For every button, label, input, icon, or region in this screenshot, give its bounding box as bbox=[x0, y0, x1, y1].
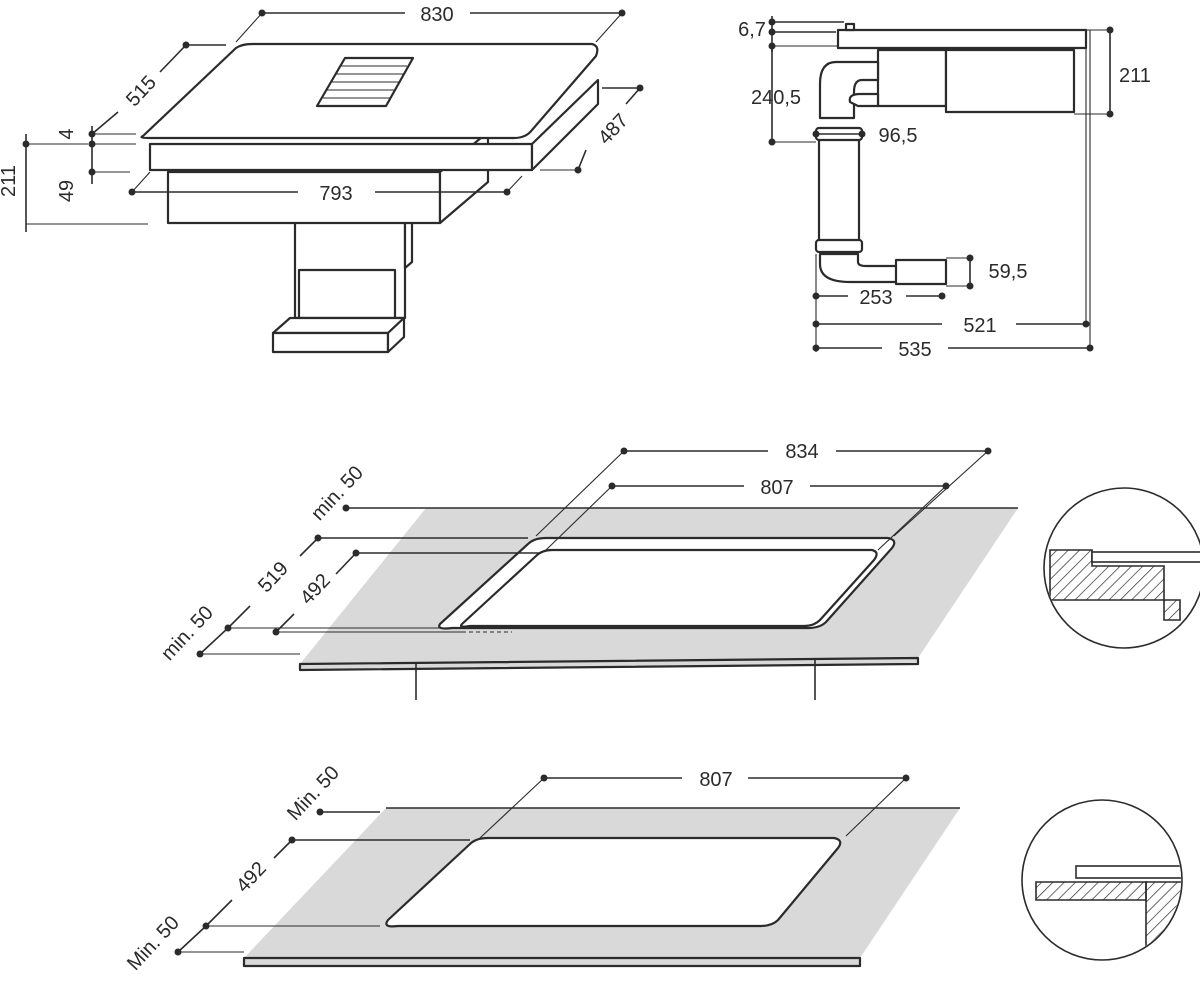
label-min50-surface-top: Min. 50 bbox=[283, 762, 344, 825]
label-min50-flush-bottom: min. 50 bbox=[157, 602, 218, 665]
label-830: 830 bbox=[420, 4, 453, 26]
label-59-5: 59,5 bbox=[989, 261, 1028, 283]
label-793: 793 bbox=[319, 183, 352, 205]
label-519: 519 bbox=[254, 558, 293, 597]
label-96-5: 96,5 bbox=[879, 125, 918, 147]
dim-width-830: 830 bbox=[235, 4, 626, 43]
flush-detail-circle bbox=[1043, 487, 1200, 649]
dim-heights-left: 4 49 211 bbox=[0, 126, 148, 232]
label-49: 49 bbox=[56, 180, 78, 202]
label-492-surface: 492 bbox=[232, 858, 271, 897]
label-211-right: 211 bbox=[1119, 65, 1151, 87]
label-253: 253 bbox=[859, 287, 892, 309]
dim-width-793: 793 bbox=[128, 171, 523, 205]
label-240-5: 240,5 bbox=[751, 87, 801, 109]
label-211-left: 211 bbox=[0, 165, 20, 197]
label-807-surface: 807 bbox=[699, 769, 732, 791]
flush-install-countertop bbox=[298, 507, 1018, 700]
surface-install-countertop bbox=[242, 807, 960, 968]
side-section-view bbox=[814, 22, 1088, 326]
label-min50-surface-bottom: Min. 50 bbox=[123, 912, 184, 975]
label-834: 834 bbox=[785, 441, 818, 463]
label-535: 535 bbox=[898, 339, 931, 361]
side-dims: 6,7 240,5 96,5 211 59,5 253 bbox=[738, 16, 1151, 361]
label-492-flush: 492 bbox=[296, 570, 335, 609]
label-min50-flush-top: min. 50 bbox=[307, 462, 368, 525]
label-4: 4 bbox=[56, 128, 78, 139]
label-521: 521 bbox=[963, 315, 996, 337]
label-6-7: 6,7 bbox=[738, 19, 766, 41]
label-515: 515 bbox=[122, 72, 161, 111]
hob-3d-view bbox=[140, 42, 600, 354]
label-487: 487 bbox=[594, 110, 633, 149]
label-807-flush: 807 bbox=[760, 477, 793, 499]
surface-detail-circle bbox=[1021, 799, 1183, 961]
